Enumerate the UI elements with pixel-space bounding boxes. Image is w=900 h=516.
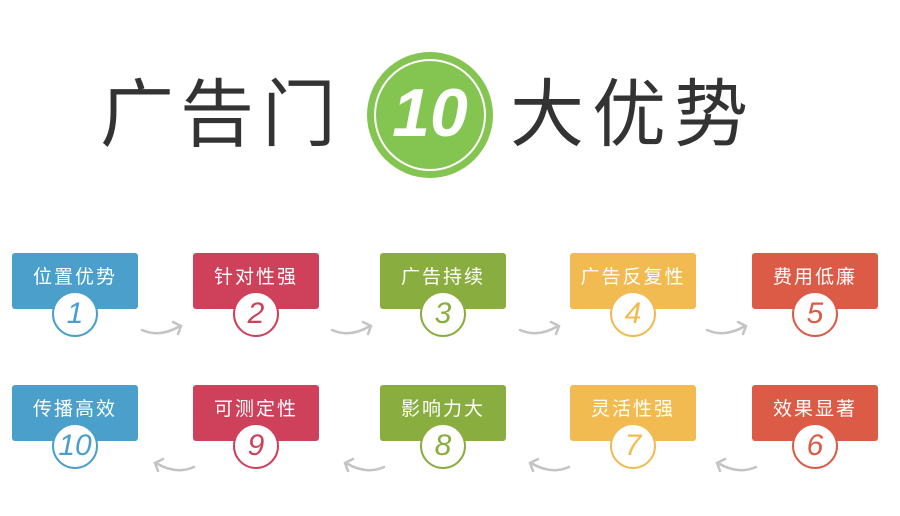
title-char: 大 <box>510 72 584 158</box>
advantage-number: 4 <box>610 291 656 337</box>
advantage-number: 8 <box>420 423 466 469</box>
arrow-right-icon <box>705 320 748 336</box>
title-char: 势 <box>674 72 748 158</box>
advantage-label: 广告反复性 <box>580 266 686 288</box>
badge-number: 10 <box>392 75 468 151</box>
title-char: 优 <box>592 72 666 158</box>
arrow-left-icon <box>153 457 196 473</box>
advantage-card-6: 效果显著 <box>752 385 878 441</box>
advantage-card-8: 影响力大 <box>380 385 506 441</box>
advantage-label: 针对性强 <box>213 266 298 288</box>
advantage-number: 5 <box>792 291 838 337</box>
advantage-label: 效果显著 <box>772 398 857 420</box>
ten-badge: 10 <box>367 52 493 178</box>
advantage-label: 灵活性强 <box>590 398 675 420</box>
advantage-number: 7 <box>610 423 656 469</box>
arrow-right-icon <box>140 320 183 336</box>
arrow-right-icon <box>518 320 561 336</box>
arrow-left-icon <box>528 457 571 473</box>
arrow-left-icon <box>715 457 758 473</box>
advantage-number: 6 <box>792 423 838 469</box>
arrow-left-icon <box>343 457 386 473</box>
advantage-number: 9 <box>233 423 279 469</box>
advantage-label: 可测定性 <box>213 398 298 420</box>
arrow-right-icon <box>330 320 373 336</box>
title-char: 门 <box>262 72 336 158</box>
advantage-label: 位置优势 <box>32 266 117 288</box>
advantage-label: 影响力大 <box>400 398 485 420</box>
title-char: 广 <box>100 72 174 158</box>
title-char: 告 <box>180 72 254 158</box>
advantage-number: 2 <box>233 291 279 337</box>
advantage-number: 3 <box>420 291 466 337</box>
advantage-label: 费用低廉 <box>772 266 857 288</box>
advantage-label: 传播高效 <box>32 398 117 420</box>
advantage-number: 1 <box>52 291 98 337</box>
advantage-number: 10 <box>52 423 98 469</box>
advantage-label: 广告持续 <box>400 266 485 288</box>
